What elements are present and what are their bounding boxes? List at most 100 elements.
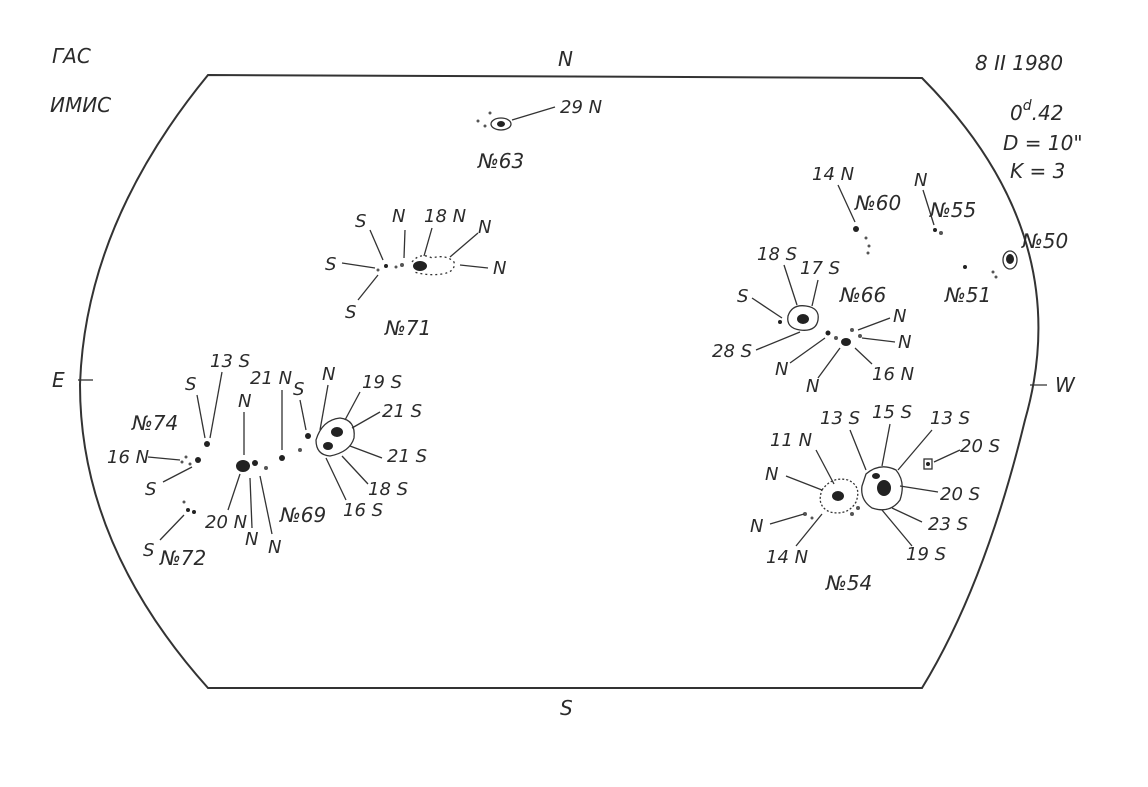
penumbra <box>861 466 903 511</box>
leader-line <box>162 466 193 483</box>
observatory-label: ГАС <box>52 44 91 68</box>
umbra <box>331 427 343 437</box>
polarity-label: 18 S <box>368 479 408 500</box>
polarity-label: 18 S <box>757 244 797 265</box>
polarity-label: 13 S <box>820 408 860 429</box>
polarity-label: S <box>145 479 156 500</box>
polarity-label: 23 S <box>928 514 968 535</box>
pore <box>394 265 398 269</box>
polarity-label: N <box>914 170 927 191</box>
leader-line <box>319 384 329 431</box>
polarity-label: 15 S <box>872 402 912 423</box>
polarity-label: 29 N <box>560 97 602 118</box>
leader-line <box>837 184 856 223</box>
pore <box>476 119 480 123</box>
umbra <box>236 460 250 472</box>
pore <box>400 263 404 267</box>
polarity-label: 19 S <box>362 372 402 393</box>
leader-line <box>849 429 867 471</box>
pore <box>834 336 838 340</box>
polarity-label: N <box>898 332 911 353</box>
leader-line <box>209 371 223 439</box>
leader-line <box>341 455 369 485</box>
leader-line <box>196 394 206 439</box>
leader-line <box>897 429 933 471</box>
penumbra <box>819 478 859 514</box>
leader-line <box>459 264 489 269</box>
group-74: S 13 S 16 N S №74 <box>107 351 250 500</box>
group-55: N №55 <box>914 170 976 235</box>
leader-line <box>357 274 379 301</box>
umbra <box>252 460 258 466</box>
pore <box>856 506 860 510</box>
penumbra <box>923 458 933 470</box>
group-51: №51 <box>944 265 998 307</box>
pore <box>264 466 268 470</box>
leader-line <box>299 399 307 431</box>
penumbra <box>1002 250 1018 270</box>
pore <box>939 231 943 235</box>
group-66: 18 S 17 S S N N 28 S N N 16 N №66 <box>712 244 914 397</box>
umbra <box>195 457 201 463</box>
leader-line <box>854 347 873 365</box>
leader-line <box>249 477 253 529</box>
umbra <box>853 226 859 232</box>
pore <box>182 500 186 504</box>
leader-line <box>369 229 384 261</box>
umbra <box>933 228 937 232</box>
polarity-label: 20 S <box>960 436 1000 457</box>
time-sup: d <box>1023 98 1032 114</box>
polarity-label: S <box>185 374 196 395</box>
group-number: №60 <box>854 191 901 215</box>
umbra <box>841 338 851 346</box>
polarity-label: 16 N <box>107 447 149 468</box>
leader-line <box>227 473 241 511</box>
umbra <box>186 508 190 512</box>
polarity-label: 20 N <box>205 512 247 533</box>
leader-line <box>783 264 798 306</box>
k-label: K = 3 <box>1010 159 1065 183</box>
pore <box>803 512 807 516</box>
leader-line <box>511 106 556 121</box>
leader-line <box>147 456 181 461</box>
pore <box>184 455 188 459</box>
leader-line <box>449 232 479 258</box>
polarity-label: S <box>355 211 366 232</box>
umbra <box>192 510 196 514</box>
leader-line <box>755 331 801 351</box>
umbra <box>877 480 891 496</box>
umbra <box>872 473 880 479</box>
umbra <box>832 491 844 501</box>
leader-line <box>769 513 805 525</box>
group-number: №72 <box>159 546 206 570</box>
disk-outline <box>78 73 1040 689</box>
group-number: №74 <box>131 411 178 435</box>
polarity-label: N <box>765 464 778 485</box>
umbra <box>413 261 427 271</box>
leader-line <box>922 189 935 226</box>
pore <box>858 334 862 338</box>
leader-line <box>817 347 841 379</box>
group-72: S №72 <box>143 500 206 570</box>
leader-line <box>861 337 896 343</box>
pore <box>810 516 814 520</box>
polarity-label: 16 N <box>872 364 914 385</box>
group-71: S N 18 N N S N S №71 <box>325 206 506 340</box>
polarity-label: S <box>293 379 304 400</box>
pore <box>867 244 871 248</box>
leader-line <box>344 391 361 421</box>
polarity-label: 20 S <box>940 484 980 505</box>
polarity-label: N <box>806 376 819 397</box>
pore <box>188 462 192 466</box>
group-number: №50 <box>1021 229 1068 253</box>
penumbra <box>411 255 455 276</box>
polarity-label: 17 S <box>800 258 840 279</box>
pore <box>488 111 492 115</box>
polarity-label: 21 N <box>250 368 292 389</box>
polarity-label: 13 S <box>210 351 250 372</box>
leader-line <box>423 227 433 257</box>
polarity-label: N <box>245 529 258 550</box>
umbra <box>305 433 311 439</box>
south-label: S <box>560 696 573 720</box>
umbra <box>797 314 809 324</box>
